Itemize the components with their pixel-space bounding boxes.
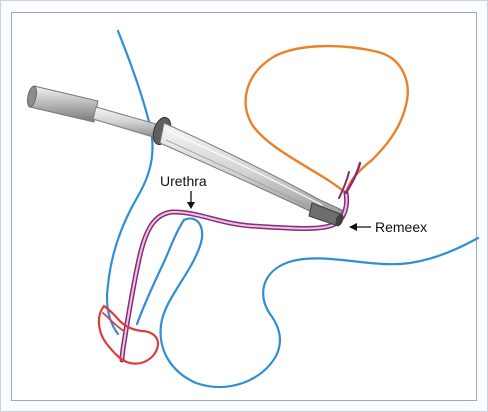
scrotum-contour — [161, 218, 478, 386]
surgical-instrument — [26, 85, 345, 227]
abdominal-wall-contour — [107, 31, 153, 334]
instrument-handle — [30, 86, 98, 122]
arrow-icon — [187, 202, 195, 209]
urethra-outer — [122, 193, 347, 360]
bladder-outline — [246, 46, 408, 193]
urethra-label: Urethra — [160, 173, 207, 189]
arrow-icon — [349, 223, 357, 231]
remeex-label: Remeex — [375, 219, 427, 235]
